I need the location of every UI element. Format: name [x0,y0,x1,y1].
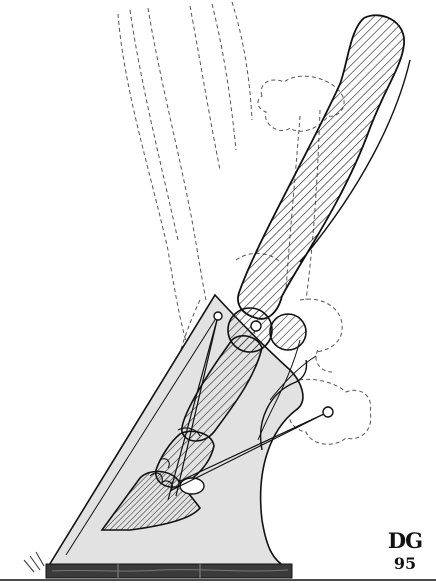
sole-block [46,564,292,578]
toe-strokes [24,552,44,572]
signature-year: 95 [382,556,428,572]
fetlock-pivot-dot [251,321,261,331]
signature-initials: DG [382,530,428,551]
flexor-pivot-point [323,407,333,417]
sesamoid-bone [270,314,306,350]
cannon-bone [238,15,404,319]
extensor-pivot-point [214,312,222,320]
artist-signature: DG 95 [382,530,428,572]
